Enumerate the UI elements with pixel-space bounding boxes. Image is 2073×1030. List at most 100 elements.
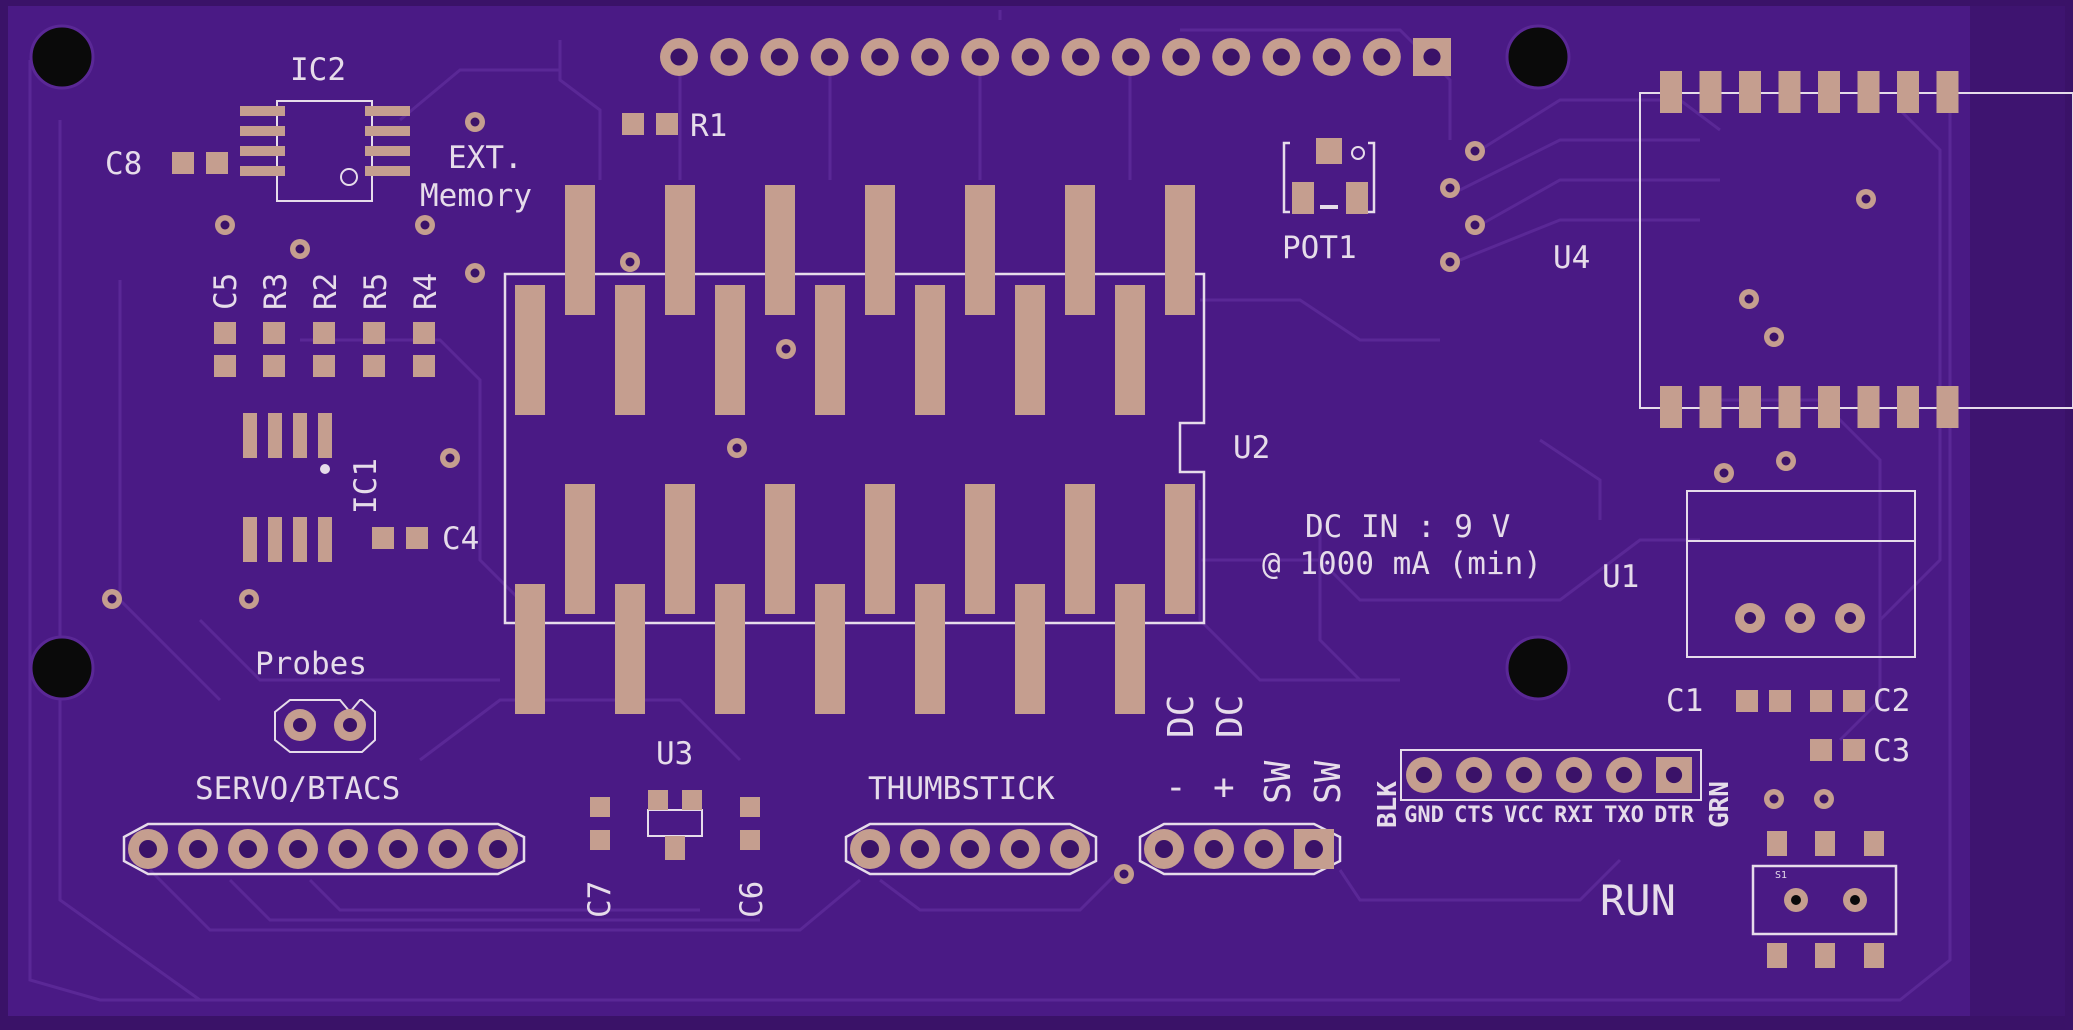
c8-component xyxy=(172,152,228,174)
top-header-pin xyxy=(1212,38,1251,76)
top-header-pin xyxy=(860,38,899,76)
via xyxy=(1814,789,1834,809)
label-ftdi-pin-gnd: GND xyxy=(1404,803,1444,828)
s1-switch xyxy=(1751,831,1898,968)
servo-header-pin xyxy=(328,829,368,869)
u4-pad xyxy=(1660,386,1682,428)
u2-pad xyxy=(615,584,645,714)
ftdi-header-pin xyxy=(1406,757,1442,793)
u2-pad xyxy=(665,484,695,614)
r1-component xyxy=(622,113,678,135)
u2-pad xyxy=(615,285,645,415)
u2-pad xyxy=(815,584,845,714)
label-s1: S1 xyxy=(1775,870,1787,881)
servo-header-pin xyxy=(478,829,518,869)
c1-c2-c3-components xyxy=(1736,690,1865,761)
u2-pad xyxy=(965,484,995,614)
label-u3: U3 xyxy=(656,736,693,772)
u4-pad xyxy=(1818,386,1840,428)
label-servo-btacs: SERVO/BTACS xyxy=(195,771,400,807)
label-thumbstick: THUMBSTICK xyxy=(868,771,1055,807)
label-memory: Memory xyxy=(420,178,532,214)
ic1-component xyxy=(243,413,332,562)
u4-pad xyxy=(1739,71,1761,113)
via xyxy=(1856,189,1876,209)
servo-header-pin xyxy=(428,829,468,869)
ftdi-header-pin xyxy=(1456,757,1492,793)
label-ftdi-pin-txo: TXO xyxy=(1604,803,1644,828)
label-probes: Probes xyxy=(255,646,367,682)
dc-sw-header xyxy=(1138,822,1342,876)
c4-component xyxy=(372,527,428,549)
mounting-hole-bottom-right xyxy=(1505,635,1571,701)
servo-header-pin xyxy=(378,829,418,869)
top-header-pin xyxy=(810,38,849,76)
top-header-pin xyxy=(710,38,749,76)
label-ic2: IC2 xyxy=(290,52,346,88)
label-u2: U2 xyxy=(1233,430,1270,466)
dc-sw-header-pin xyxy=(1144,829,1184,869)
u4-pad xyxy=(1818,71,1840,113)
label-blk: BLK xyxy=(1373,781,1403,828)
u2-pad xyxy=(1065,484,1095,614)
thumbstick-header-pin xyxy=(1000,829,1040,869)
u2-pad xyxy=(865,185,895,315)
u4-pad xyxy=(1897,386,1919,428)
thumbstick-header-pin xyxy=(950,829,990,869)
label-r3: R3 xyxy=(258,273,294,310)
label-ftdi-pin-vcc: VCC xyxy=(1504,803,1544,828)
dc-sw-header-pin xyxy=(1244,829,1284,869)
via xyxy=(1764,327,1784,347)
top-header-pin xyxy=(1011,38,1050,76)
label-ic1: IC1 xyxy=(348,458,384,514)
top-header-pin xyxy=(1162,38,1200,76)
board-overhang xyxy=(1970,6,2065,1016)
u2-pad xyxy=(815,285,845,415)
dc-sw-header-pin xyxy=(1294,829,1334,869)
pot1-component xyxy=(1282,138,1376,214)
via xyxy=(1440,252,1460,272)
servo-header-pin xyxy=(128,829,168,869)
label-ftdi-pin-rxi: RXI xyxy=(1554,803,1594,828)
label-grn: GRN xyxy=(1705,781,1735,828)
top-header-pin xyxy=(760,38,799,76)
dc-sw-header-outline xyxy=(1138,822,1342,876)
servo-header-outline xyxy=(122,822,526,876)
u4-pad xyxy=(1660,71,1682,113)
via xyxy=(1714,463,1734,483)
label-sw-2: SW xyxy=(1308,760,1349,804)
via xyxy=(415,215,435,235)
u2-pad xyxy=(1115,584,1145,714)
label-run: RUN xyxy=(1600,876,1676,925)
top-header-pin xyxy=(1061,38,1100,76)
u4-pad xyxy=(1739,386,1761,428)
label-dc-in-2: @ 1000 mA (min) xyxy=(1262,546,1542,582)
ic2-component xyxy=(240,100,410,202)
top-header-pin xyxy=(1312,38,1351,76)
label-r4: R4 xyxy=(408,273,444,310)
label-c3: C3 xyxy=(1873,733,1910,769)
servo-header-pin xyxy=(228,829,268,869)
u4-pad xyxy=(1936,71,1959,113)
mounting-hole-bottom-left xyxy=(29,635,95,701)
u2-pad xyxy=(1115,285,1145,415)
servo-header xyxy=(122,822,526,876)
u2-pad xyxy=(515,584,545,714)
via xyxy=(465,112,485,132)
via xyxy=(1764,789,1784,809)
u2-pad xyxy=(665,185,695,315)
top-header-pin xyxy=(1362,38,1401,76)
top-header-pin xyxy=(911,38,949,76)
u2-pad xyxy=(765,185,795,315)
label-ftdi-pin-dtr: DTR xyxy=(1654,803,1694,828)
label-minus: - xyxy=(1165,767,1187,808)
ftdi-header-pin xyxy=(1606,757,1642,793)
via xyxy=(1114,864,1134,884)
u1-component xyxy=(1686,490,1916,658)
u4-pad xyxy=(1936,386,1959,428)
ftdi-header-pin xyxy=(1656,757,1692,793)
via xyxy=(1739,289,1759,309)
via xyxy=(1440,178,1460,198)
via xyxy=(727,438,747,458)
